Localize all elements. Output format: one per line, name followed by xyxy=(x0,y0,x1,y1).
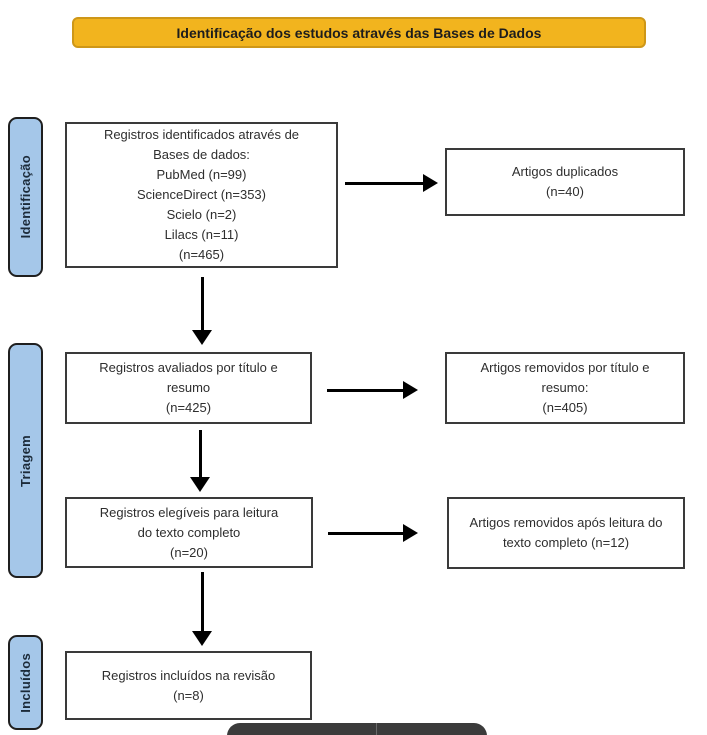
box-removed-title-abstract: Artigos removidos por título e resumo: (… xyxy=(445,352,685,424)
arrow-head-icon xyxy=(192,631,212,646)
box-removed-fulltext: Artigos removidos após leitura do texto … xyxy=(447,497,685,569)
stage-label-text: Incluídos xyxy=(18,652,33,713)
arrow-head-icon xyxy=(190,477,210,492)
arrow-line xyxy=(328,531,406,535)
diagram-title: Identificação dos estudos através das Ba… xyxy=(176,24,542,41)
arrow-head-icon xyxy=(192,330,212,345)
arrow-down-identified-to-screened xyxy=(192,277,212,345)
arrow-right-to-duplicates xyxy=(345,174,438,192)
stage-label-identificacao: Identificação xyxy=(8,117,43,277)
arrow-down-eligible-to-included xyxy=(192,572,212,646)
stage-label-triagem: Triagem xyxy=(8,343,43,578)
stage-label-text: Identificação xyxy=(18,155,33,239)
box-records-screened: Registros avaliados por título e resumo … xyxy=(65,352,312,424)
arrow-line xyxy=(200,277,204,333)
box-duplicates-removed: Artigos duplicados (n=40) xyxy=(445,148,685,216)
arrow-head-icon xyxy=(403,381,418,399)
arrow-right-to-removed-fulltext xyxy=(328,524,418,542)
arrow-down-screened-to-eligible xyxy=(190,430,210,492)
diagram-title-banner: Identificação dos estudos através das Ba… xyxy=(72,17,646,48)
box-records-eligible: Registros elegíveis para leitura do text… xyxy=(65,497,313,568)
arrow-right-to-removed-title xyxy=(327,381,418,399)
bottom-bar-divider xyxy=(376,723,377,735)
arrow-line xyxy=(327,388,406,392)
box-records-included: Registros incluídos na revisão (n=8) xyxy=(65,651,312,720)
arrow-line xyxy=(345,181,426,185)
stage-label-text: Triagem xyxy=(18,434,33,487)
arrow-line xyxy=(198,430,202,480)
arrow-line xyxy=(200,572,204,634)
box-records-identified: Registros identificados através de Bases… xyxy=(65,122,338,268)
arrow-head-icon xyxy=(423,174,438,192)
clipped-bottom-bar xyxy=(227,723,487,735)
stage-label-incluidos: Incluídos xyxy=(8,635,43,730)
arrow-head-icon xyxy=(403,524,418,542)
